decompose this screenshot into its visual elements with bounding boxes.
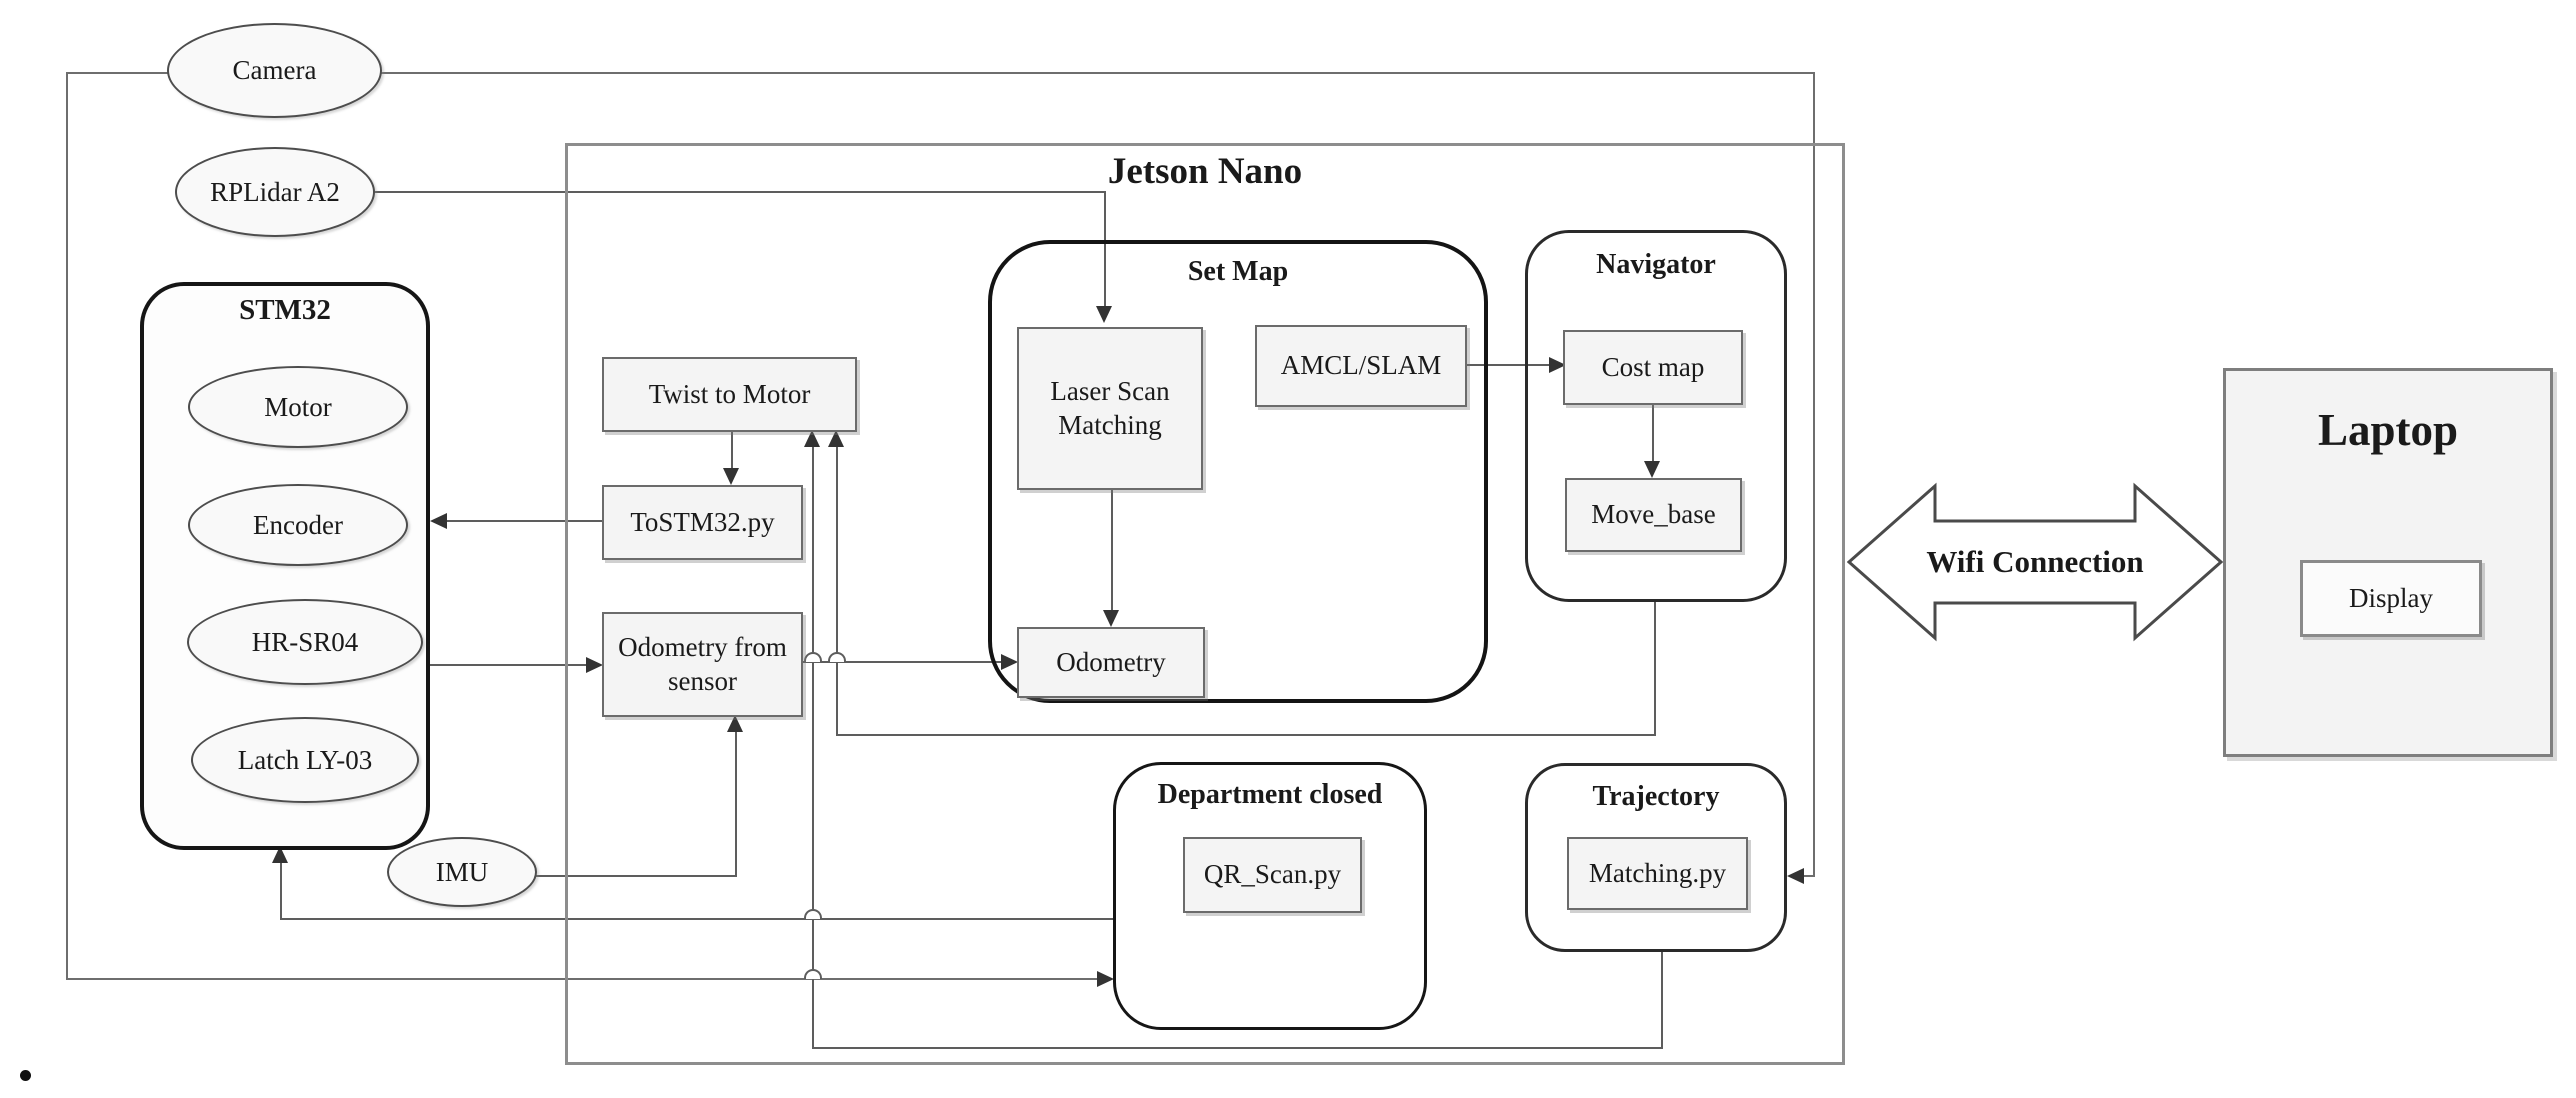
department-closed-box [1113, 762, 1427, 1030]
line-hop [804, 909, 822, 919]
motor-label: Motor [264, 391, 332, 422]
trajectory-return-h [812, 1047, 1663, 1049]
display-label: Display [2349, 582, 2433, 613]
department-to-stm32-line [281, 918, 1113, 920]
line-hop [804, 969, 822, 979]
laser-scan-matching-label: Laser Scan Matching [1050, 375, 1170, 440]
arrow-into-odometry-from-sensor [586, 657, 603, 673]
arrow-into-laser-scan-matching [1096, 306, 1112, 323]
stm32-to-odometry-sensor-line [430, 664, 586, 666]
cost-map-node: Cost map [1563, 330, 1743, 405]
camera-loop-left-line [66, 72, 68, 980]
arrow-into-stm32-bottom [272, 846, 288, 863]
matching-node: Matching.py [1567, 837, 1748, 910]
ultrasonic-node: HR-SR04 [187, 599, 423, 685]
jetson-nano-title: Jetson Nano [1107, 151, 1303, 192]
move-base-label: Move_base [1591, 499, 1716, 530]
costmap-to-movebase-line [1652, 405, 1654, 463]
arrow-into-department-closed [1097, 971, 1114, 987]
qr-scan-node: QR_Scan.py [1183, 837, 1362, 913]
tostm32-to-stm32-line [446, 520, 602, 522]
latch-label: Latch LY-03 [237, 744, 373, 775]
encoder-label: Encoder [253, 509, 343, 540]
wifi-connection-label: Wifi Connection [1926, 544, 2144, 579]
trajectory-box [1525, 763, 1787, 952]
wifi-double-arrow-icon [1847, 482, 2223, 642]
twist-to-tostm32-line [731, 432, 733, 470]
lsm-to-odometry-line [1111, 490, 1113, 612]
arrow-into-stm32-right [430, 513, 447, 529]
display-node: Display [2300, 560, 2482, 637]
trajectory-title: Trajectory [1592, 781, 1720, 812]
laptop-title: Laptop [2317, 405, 2459, 455]
camera-label: Camera [232, 55, 317, 85]
cost-map-label: Cost map [1601, 351, 1705, 382]
navigator-title: Navigator [1596, 249, 1716, 280]
encoder-node: Encoder [188, 484, 408, 566]
line-hop [804, 652, 822, 662]
arrow-into-odometry-from-sensor-bottom [727, 715, 743, 732]
imu-node: IMU [387, 837, 537, 907]
odometry-node: Odometry [1017, 627, 1205, 698]
odometry-label: Odometry [1056, 646, 1166, 677]
movebase-return-h [836, 734, 1656, 736]
arrow-into-tostm32 [723, 468, 739, 485]
arrow-trajectory-into-twist [804, 430, 820, 447]
line-hop [828, 652, 846, 662]
twist-to-motor-label: Twist to Motor [648, 378, 811, 409]
movebase-return-v1 [1654, 602, 1656, 736]
arrow-into-odometry-top [1103, 610, 1119, 627]
set-map-title: Set Map [1187, 256, 1289, 287]
move-base-node: Move_base [1565, 478, 1742, 552]
camera-node: Camera [167, 23, 382, 118]
rplidar-label: RPLidar A2 [210, 176, 340, 207]
department-closed-title: Department closed [1157, 779, 1383, 810]
trajectory-return-v1 [1661, 952, 1663, 1049]
motor-node: Motor [188, 366, 408, 448]
rplidar-line-v [1104, 191, 1106, 309]
rplidar-node: RPLidar A2 [175, 147, 375, 237]
arrow-into-trajectory [1787, 868, 1804, 884]
stm32-title: STM32 [239, 294, 331, 326]
amcl-slam-label: AMCL/SLAM [1280, 350, 1442, 381]
navigator-box [1525, 230, 1787, 602]
qr-scan-label: QR_Scan.py [1203, 859, 1342, 890]
amcl-to-costmap-line [1467, 364, 1549, 366]
odometry-from-sensor-label: Odometry from sensor [618, 631, 787, 696]
camera-loop-top-line [66, 72, 1814, 74]
ultrasonic-label: HR-SR04 [251, 626, 359, 657]
latch-node: Latch LY-03 [191, 717, 419, 803]
laser-scan-matching-node: Laser Scan Matching [1017, 327, 1203, 490]
imu-label: IMU [435, 856, 489, 887]
arrow-movebase-into-twist [828, 430, 844, 447]
movebase-return-v2 [836, 446, 838, 736]
odometry-sensor-to-odometry-line [803, 661, 1003, 663]
set-map-box [988, 240, 1488, 703]
camera-loop-right-line [1813, 72, 1815, 877]
camera-to-trajectory-stub [1801, 875, 1814, 877]
imu-line-v [735, 731, 737, 877]
tostm32-node: ToSTM32.py [602, 485, 803, 560]
imu-line-h [530, 875, 737, 877]
caption-dot [20, 1070, 31, 1081]
camera-loop-bottom-line [66, 978, 1097, 980]
tostm32-label: ToSTM32.py [630, 506, 775, 537]
department-to-stm32-v [280, 862, 282, 920]
jetson-nano-box [565, 143, 1845, 1065]
amcl-slam-node: AMCL/SLAM [1255, 325, 1467, 407]
odometry-from-sensor-node: Odometry from sensor [602, 612, 803, 717]
arrow-into-costmap [1549, 357, 1566, 373]
rplidar-line-h [373, 191, 1106, 193]
matching-label: Matching.py [1588, 857, 1727, 888]
arrow-into-movebase [1644, 461, 1660, 478]
twist-to-motor-node: Twist to Motor [602, 357, 857, 432]
trajectory-return-v2 [812, 446, 814, 1049]
